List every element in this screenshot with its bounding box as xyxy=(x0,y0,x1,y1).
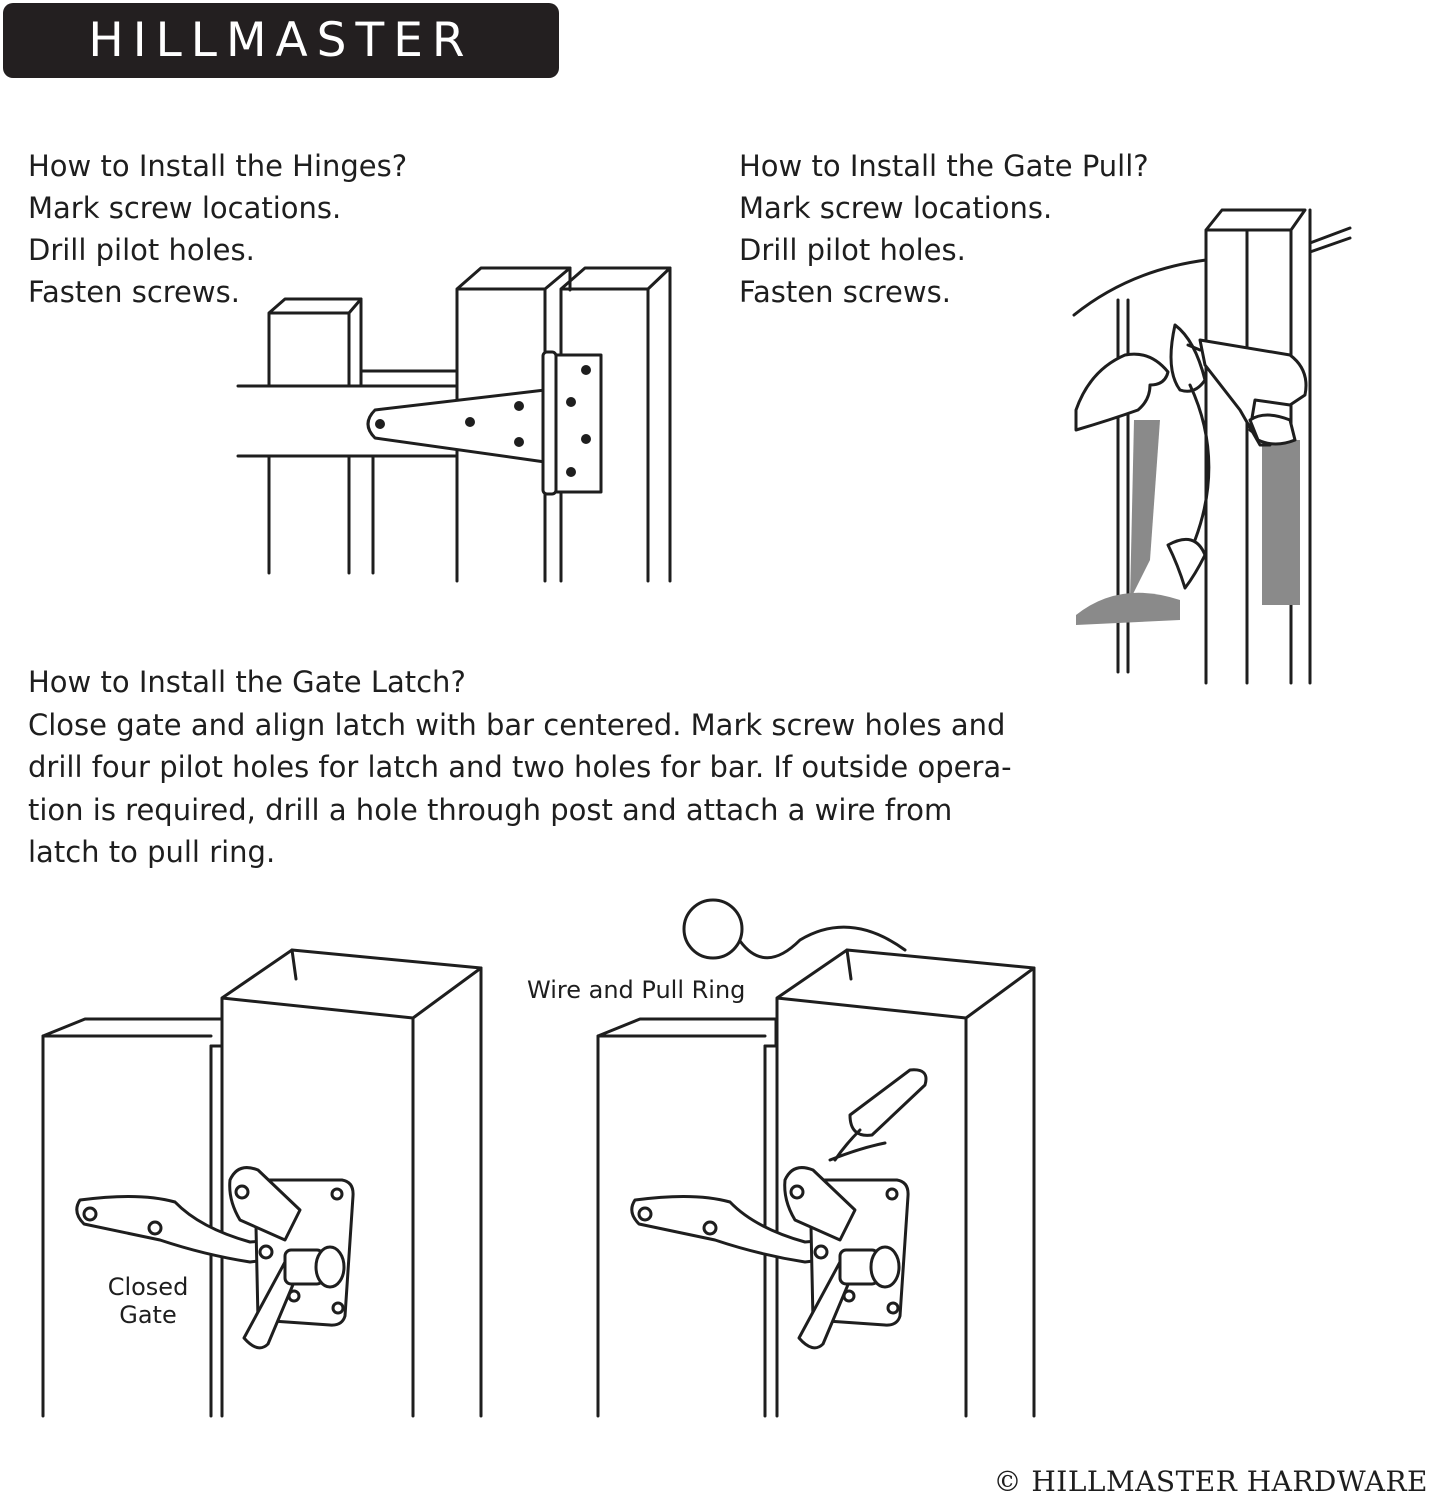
gate-pull-title: How to Install the Gate Pull? xyxy=(739,149,1149,183)
gate-pull-instructions: How to Install the Gate Pull? Mark screw… xyxy=(739,145,1149,313)
closed-gate-caption-line-2: Gate xyxy=(119,1301,177,1329)
hinges-step-1: Mark screw locations. xyxy=(28,191,342,225)
hinges-step-3: Fasten screws. xyxy=(28,275,240,309)
latch-illustration-closed xyxy=(41,948,483,1418)
wire-pull-ring-caption: Wire and Pull Ring xyxy=(527,976,746,1004)
gate-pull-step-2: Drill pilot holes. xyxy=(739,233,966,267)
logo-text: HILLMASTER xyxy=(88,13,474,68)
brand-logo: HILLMASTER xyxy=(3,3,559,78)
gate-latch-line-1: Close gate and align latch with bar cent… xyxy=(28,707,1006,742)
copyright-footer: © HILLMASTER HARDWARE xyxy=(993,1465,1428,1498)
hinge-illustration xyxy=(236,266,672,583)
gate-latch-line-4: latch to pull ring. xyxy=(28,835,276,869)
closed-gate-caption-line-1: Closed xyxy=(107,1273,189,1301)
hinges-step-2: Drill pilot holes. xyxy=(28,233,255,267)
gate-latch-line-2: drill four pilot holes for latch and two… xyxy=(28,750,1012,784)
closed-gate-caption: Closed Gate xyxy=(100,1273,196,1329)
hinges-title: How to Install the Hinges? xyxy=(28,149,408,183)
gate-latch-title: How to Install the Gate Latch? xyxy=(28,665,466,699)
gate-pull-step-3: Fasten screws. xyxy=(739,275,951,309)
latch-illustration-wire xyxy=(596,898,1036,1418)
gate-latch-line-3: tion is required, drill a hole through p… xyxy=(28,792,953,827)
hinges-instructions: How to Install the Hinges? Mark screw lo… xyxy=(28,145,407,313)
gate-latch-instructions: How to Install the Gate Latch? Close gat… xyxy=(28,661,1012,874)
gate-pull-step-1: Mark screw locations. xyxy=(739,191,1053,225)
gate-pull-illustration xyxy=(1072,208,1352,685)
